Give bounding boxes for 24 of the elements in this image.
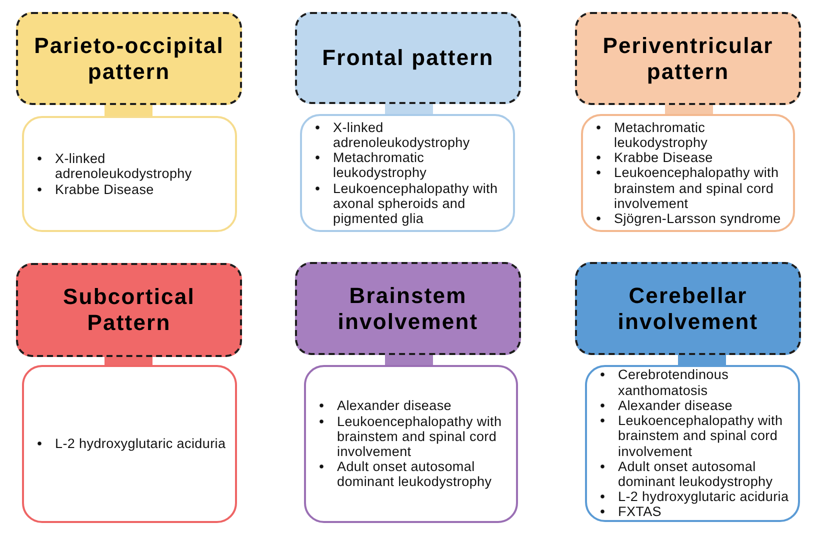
disease-list-card bbox=[22, 365, 237, 523]
connector-bar bbox=[385, 355, 433, 365]
disease-list-card bbox=[585, 365, 800, 522]
connector-bar bbox=[104, 357, 152, 365]
category-header bbox=[575, 12, 801, 105]
connector-bar bbox=[385, 104, 433, 114]
category-header bbox=[295, 12, 521, 104]
category-title: Frontal pattern bbox=[322, 45, 494, 71]
disease-list-card bbox=[300, 114, 515, 232]
category-title: Periventricular pattern bbox=[602, 32, 774, 84]
connector-bar bbox=[665, 105, 713, 114]
category-header bbox=[295, 262, 521, 355]
connector-bar bbox=[104, 105, 152, 116]
disease-list-card bbox=[22, 116, 237, 232]
disease-list-card bbox=[581, 114, 795, 232]
category-header bbox=[16, 12, 242, 105]
category-title: Cerebellar involvement bbox=[616, 282, 760, 334]
category-header bbox=[575, 262, 801, 355]
connector-bar bbox=[678, 355, 726, 365]
disease-list-card bbox=[304, 365, 518, 523]
category-header bbox=[16, 263, 242, 357]
category-title: Subcortical Pattern bbox=[62, 284, 196, 336]
category-title: Brainstem involvement bbox=[336, 282, 480, 334]
category-title: Parieto-occipital pattern bbox=[33, 32, 225, 84]
